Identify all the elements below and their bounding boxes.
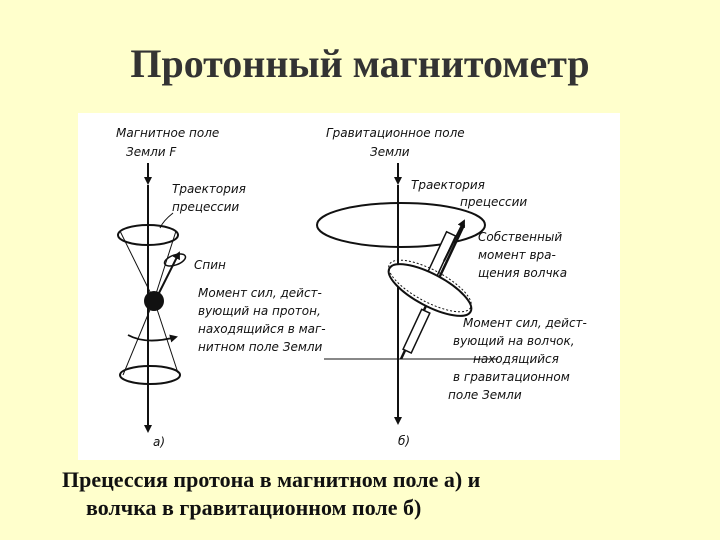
a-precession-ellipse (117, 224, 179, 246)
caption-line-2: волчка в гравитационном поле б) (86, 495, 422, 520)
b-top-disk-rim (388, 259, 472, 313)
b-top-disk (387, 263, 473, 317)
a-moment-label-2: вующий на протон, (198, 304, 321, 318)
b-own-label-1: Собственный (478, 230, 562, 244)
b-trajectory-label-2: прецессии (460, 195, 527, 209)
b-moment-label-4: в гравитационном (453, 370, 570, 384)
b-own-label-2: момент вра- (478, 248, 556, 262)
b-rotation-vector (443, 219, 465, 262)
a-moment-label-1: Момент сил, дейст- (198, 286, 322, 300)
a-moment-label-4: нитном поле Земли (198, 340, 323, 354)
a-lower-ellipse (119, 365, 181, 385)
caption-line-1: Прецессия протона в магнитном поле а) и (62, 467, 481, 492)
b-own-label-3: щения волчка (478, 266, 567, 280)
a-proton (144, 291, 164, 311)
a-cone-line-3 (122, 299, 155, 376)
b-precession-ellipse (316, 202, 486, 248)
slide-caption: Прецессия протона в магнитном поле а) и … (62, 466, 682, 522)
a-moment-label-3: находящийся в маг- (198, 322, 326, 336)
b-field-label-1: Гравитационное поле (326, 126, 465, 140)
b-moment-label-1: Момент сил, дейст- (463, 316, 587, 330)
b-trajectory-label-1: Траектория (411, 178, 485, 192)
a-cone-line-4 (153, 299, 179, 374)
a-trajectory-label-2: прецессии (172, 200, 239, 214)
diagram-a: Магнитное поле Земли F Траектория прецес… (116, 126, 326, 449)
b-moment-label-2: вующий на волчок, (453, 334, 575, 348)
b-moment-label-5: поле Земли (448, 388, 522, 402)
a-moment-arrow (127, 334, 178, 343)
b-field-label-2: Земли (370, 145, 410, 159)
b-panel-label: б) (398, 434, 410, 448)
a-spin-label: Спин (194, 258, 226, 272)
precession-figure: Магнитное поле Земли F Траектория прецес… (78, 113, 620, 460)
a-trajectory-label-1: Траектория (172, 182, 246, 196)
precession-diagram: Магнитное поле Земли F Траектория прецес… (116, 126, 587, 449)
b-moment-label-3: находящийся (473, 352, 559, 366)
diagram-b: Гравитационное поле Земли Траектория пре… (316, 126, 587, 448)
a-panel-label: а) (153, 435, 165, 449)
a-field-label-1: Магнитное поле (116, 126, 219, 140)
a-cone-line-2 (119, 230, 155, 301)
a-cone-line-1 (153, 230, 177, 301)
a-field-label-2: Земли F (126, 145, 177, 159)
slide-title: Протонный магнитометр (130, 41, 590, 86)
b-moment-vector (402, 308, 431, 355)
